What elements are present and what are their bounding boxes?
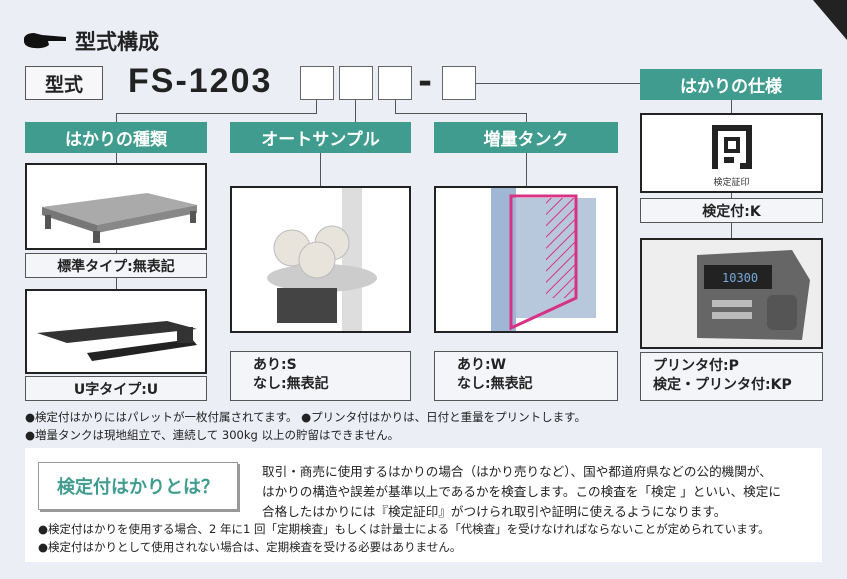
pointing-hand-icon <box>24 33 66 49</box>
note-1: ●検定付はかりにはパレットが一枚付属されてます。 ●プリンタ付はかりは、日付と重… <box>25 410 586 424</box>
model-slot-sampler <box>339 66 373 100</box>
info-callout: 検定付はかりとは？ <box>38 462 238 510</box>
header-scale-spec: はかりの仕様 <box>640 69 822 100</box>
printer-indicator-image: 10300 <box>640 238 823 349</box>
u-shape-scale-image <box>25 289 207 374</box>
header-auto-sampler: オートサンプル <box>230 122 411 153</box>
option-verified: 検定付:K <box>640 198 823 223</box>
info-body: 取引・商売に使用するはかりの場合（はかり売りなど）、国や都道府県などの公的機関が… <box>262 464 781 519</box>
verification-stamp-box: 検定証印 <box>640 113 823 193</box>
model-slot-type <box>300 66 334 100</box>
option-standard-type: 標準タイプ:無表記 <box>25 253 207 278</box>
model-label: 型式 <box>25 66 103 100</box>
header-scale-type: はかりの種類 <box>25 122 207 153</box>
standard-scale-image <box>25 163 207 250</box>
model-number: FS-1203 <box>128 62 273 100</box>
auto-sampler-image <box>230 186 411 333</box>
stamp-caption: 検定証印 <box>713 178 750 188</box>
extra-tank-image <box>434 186 618 333</box>
header-extra-tank: 増量タンク <box>434 122 618 153</box>
corner-decoration <box>813 0 847 40</box>
section-title: 型式構成 <box>75 30 159 54</box>
info-bullet-2: ●検定付はかりとして使用されない場合は、定期検査を受ける必要はありません。 <box>38 540 462 554</box>
info-bullet-1: ●検定付はかりを使用する場合、2 年に1 回「定期検査」もしくは計量士による「代… <box>38 522 770 536</box>
verification-stamp-icon <box>711 125 752 169</box>
model-slot-tank <box>378 66 412 100</box>
option-u-type: U字タイプ:U <box>25 376 207 401</box>
model-dash: - <box>418 62 433 102</box>
note-2: ●増量タンクは現地組立で、連続して 300kg 以上の貯留はできません。 <box>25 428 400 442</box>
svg-text:10300: 10300 <box>722 271 758 285</box>
model-slot-spec <box>442 66 476 100</box>
